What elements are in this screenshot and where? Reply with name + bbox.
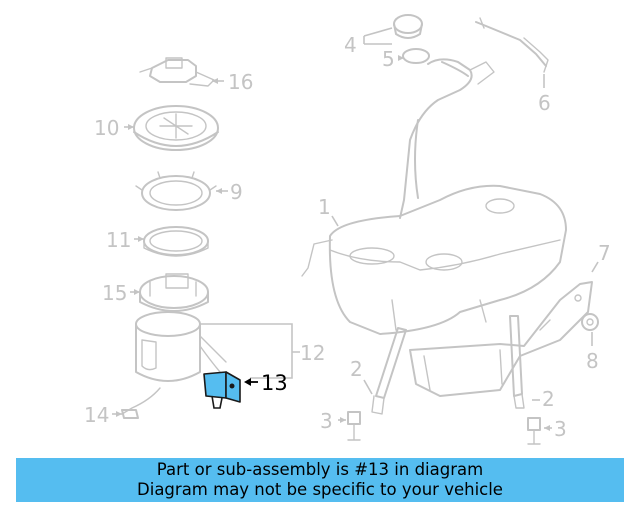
callout-3-right: 3 [554,417,567,441]
part-8-grommet [581,313,599,331]
callout-14: 14 [84,403,109,427]
callout-15: 15 [102,281,127,305]
callout-5: 5 [382,47,395,71]
part-16-connector [139,57,215,87]
part-2-strap-left [371,327,407,415]
callout-2-right: 2 [542,387,555,411]
callout-16: 16 [228,70,253,94]
callout-10: 10 [94,116,119,140]
banner-line-1: Part or sub-assembly is #13 in diagram [156,460,484,479]
part-13-bracket-highlighted [203,371,241,409]
part-6-sensor [475,17,549,73]
part-10-lock-ring [133,105,219,151]
part-9-retainer [135,171,217,211]
part-2-strap-right [509,315,525,409]
callout-2-left: 2 [350,357,363,381]
part-7-heat-shield [409,281,593,397]
callout-12: 12 [300,341,325,365]
part-3-bolt-left [347,411,361,441]
callout-1: 1 [318,195,331,219]
part-5-seal [402,48,430,64]
callout-11: 11 [106,228,131,252]
callout-6: 6 [538,91,551,115]
callout-8: 8 [586,349,599,373]
part-14-harness [121,409,139,419]
parts-diagram: 16 10 9 11 15 12 [84,14,611,445]
callout-7: 7 [598,241,611,265]
part-12-pump-module [121,311,227,415]
part-1-fuel-tank [301,58,567,335]
info-banner: Part or sub-assembly is #13 in diagram D… [16,458,624,502]
callout-3-left: 3 [320,409,333,433]
banner-line-2: Diagram may not be specific to your vehi… [137,480,503,499]
part-11-seal [143,226,209,257]
part-4-filler-cap [393,14,423,39]
callout-4: 4 [344,33,357,57]
part-15-pump-cap [139,273,209,312]
callout-9: 9 [230,180,243,204]
callout-13: 13 [261,371,288,395]
part-3-bolt-right [527,417,541,445]
